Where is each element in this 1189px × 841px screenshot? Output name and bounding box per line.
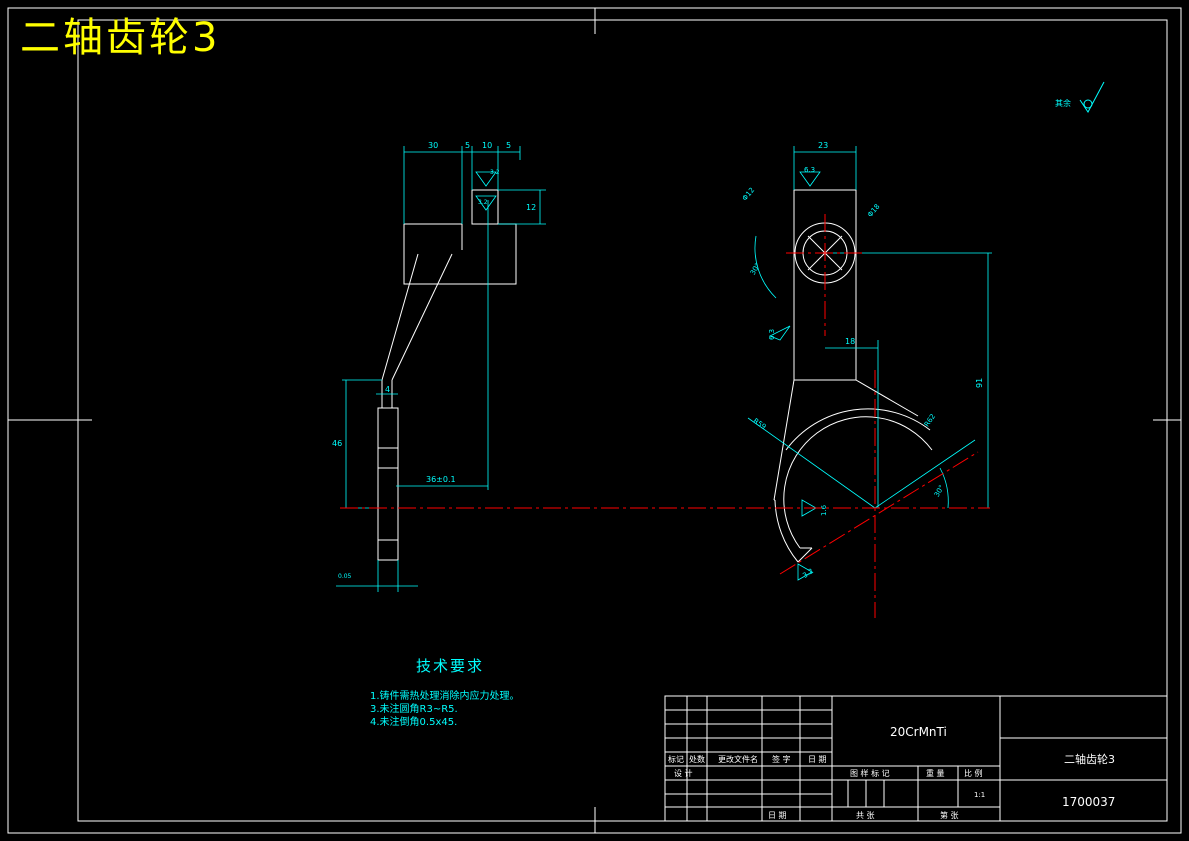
dim-side-hub-width: 4 <box>385 385 390 394</box>
dim-side-bottom-fit: 0.05 <box>338 573 352 580</box>
title-block-header-date: 日 期 <box>808 755 827 764</box>
dim-side-top-5b: 5 <box>506 141 511 150</box>
tech-requirement-line: 1.铸件需热处理消除内应力处理。 <box>370 691 520 702</box>
title-block-header-sign: 签 字 <box>772 754 791 764</box>
center-lines <box>340 214 990 618</box>
dim-front-hole-fit: Φ12 <box>741 186 756 202</box>
surface-symbol-label: 其余 <box>1055 98 1071 108</box>
dim-side-top-30: 30 <box>428 141 438 150</box>
title-block-scale: 比 例 <box>964 768 983 778</box>
dim-front-roughness-low-a: 1.6 <box>820 504 828 516</box>
tech-requirement-line: 4.未注倒角0.5x45. <box>370 717 458 728</box>
title-block-drawing-number: 1700037 <box>1062 795 1115 809</box>
dim-side-depth: 12 <box>526 203 536 212</box>
dim-front-arc-r2: R62 <box>923 413 937 429</box>
tech-requirements-title: 技术要求 <box>416 657 485 675</box>
side-view-dimension-text: 30 5 10 5 12 3.2 3.2 4 46 36±0.1 0.05 <box>332 141 536 580</box>
dim-front-top-width: 23 <box>818 141 828 150</box>
title-block-part-name: 二轴齿轮3 <box>1064 752 1115 766</box>
dim-side-roughness-a: 3.2 <box>490 169 500 176</box>
dim-front-roughness-low-b: 3.2 <box>801 567 815 580</box>
front-view <box>773 189 933 563</box>
title-block-date: 日 期 <box>768 811 787 820</box>
title-block-scale-value: 1:1 <box>974 791 985 799</box>
title-block-material: 20CrMnTi <box>890 725 947 739</box>
dim-side-height: 46 <box>332 439 342 448</box>
tech-requirement-line: 3.未注圆角R3~R5. <box>370 704 458 715</box>
dim-side-horizontal: 36±0.1 <box>426 475 456 484</box>
dim-side-roughness-b: 3.2 <box>478 199 488 206</box>
dim-front-roughness-top: 6.3 <box>804 166 815 174</box>
dim-front-angle-low: 30° <box>933 484 946 499</box>
front-view-dimensions <box>747 146 992 581</box>
title-block-weight: 重 量 <box>926 768 945 778</box>
tech-requirements-list: 1.铸件需热处理消除内应力处理。 3.未注圆角R3~R5. 4.未注倒角0.5x… <box>370 690 520 729</box>
surface-finish-symbol <box>1079 81 1105 113</box>
title-block-header-file: 更改文件名 <box>718 754 758 764</box>
dim-side-top-10: 10 <box>482 141 492 150</box>
dim-front-arc-r1: R59 <box>752 417 768 431</box>
drawing-title: 二轴齿轮3 <box>20 15 221 61</box>
title-block <box>664 695 1168 822</box>
side-view <box>377 189 517 561</box>
title-block-header-count: 处数 <box>689 754 705 764</box>
front-view-dimension-text: 23 6.3 Φ12 Φ18 30° 6.3 18 91 R59 R62 30°… <box>741 141 984 580</box>
title-block-stage: 图 样 标 记 <box>850 768 890 778</box>
side-view-dimensions <box>336 146 546 592</box>
dim-side-top-5a: 5 <box>465 141 470 150</box>
dim-front-height: 91 <box>975 378 984 388</box>
title-block-text: 20CrMnTi 二轴齿轮3 1700037 标记 处数 更改文件名 签 字 日… <box>668 725 1115 820</box>
sheet-border <box>7 7 1182 834</box>
dim-front-bore: Φ18 <box>866 203 881 219</box>
dim-front-offset: 18 <box>845 337 855 346</box>
dim-front-roughness-mid: 6.3 <box>768 329 776 340</box>
title-block-total: 共 张 <box>856 811 875 820</box>
title-block-sheet: 第 张 <box>940 810 959 820</box>
title-block-design: 设 计 <box>674 768 693 778</box>
title-block-header-mark: 标记 <box>668 754 684 764</box>
